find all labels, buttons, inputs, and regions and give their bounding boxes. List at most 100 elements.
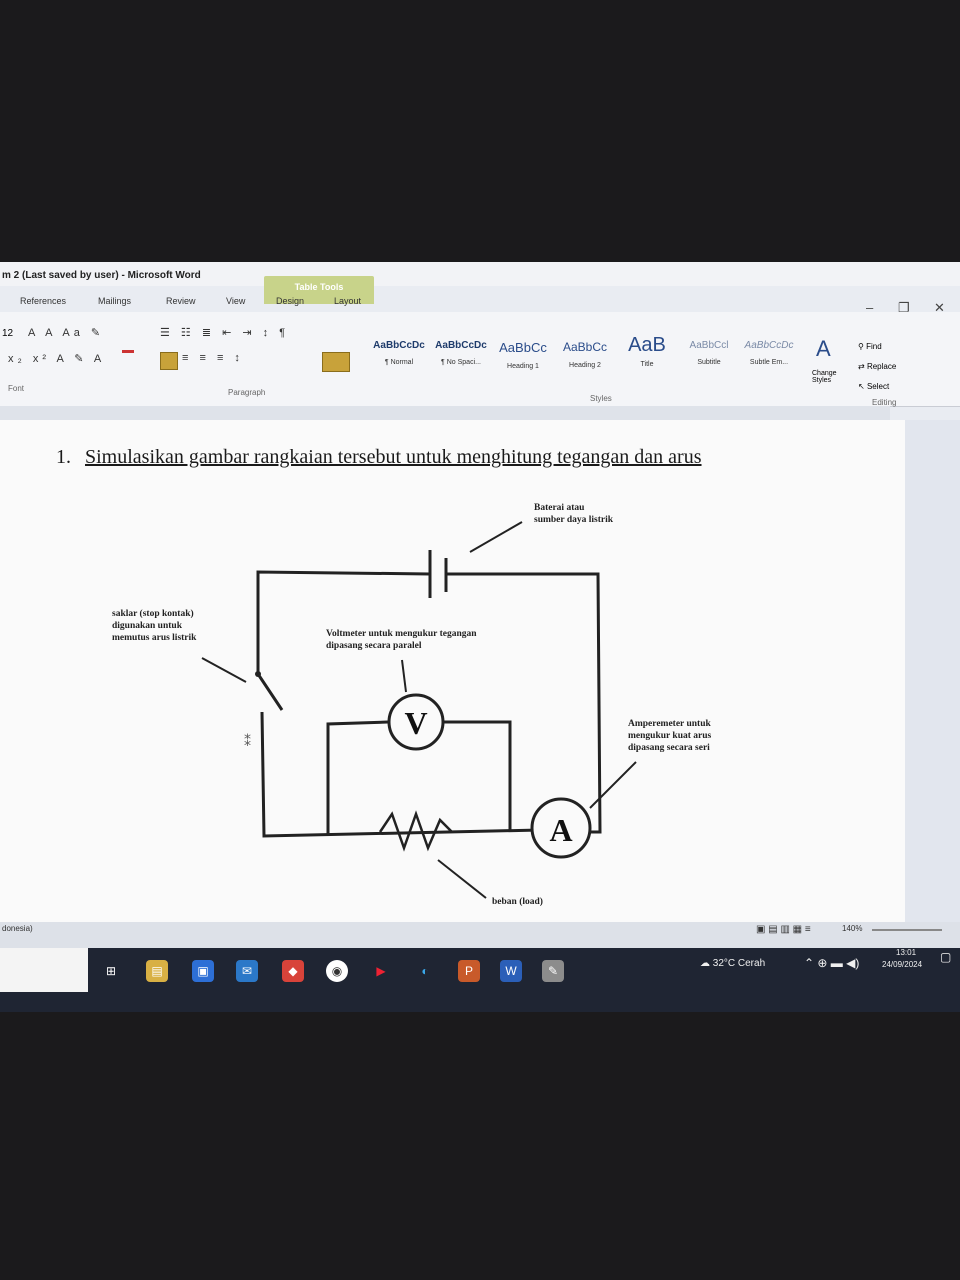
style-normal[interactable]: AaBbCcDc ¶ Normal <box>370 334 428 380</box>
close-button[interactable]: ✕ <box>934 300 945 315</box>
restore-button[interactable]: ❐ <box>898 300 910 315</box>
editing-group-label: Editing <box>872 398 897 407</box>
switch-annotation: saklar (stop kontak) digunakan untuk mem… <box>112 608 196 644</box>
file-explorer-icon[interactable]: ▤ <box>146 960 168 982</box>
store-icon[interactable]: ▣ <box>192 960 214 982</box>
align-left-icon[interactable] <box>160 352 178 370</box>
circuit-diagram: V A ⁑ <box>201 521 637 899</box>
select-button[interactable]: ↖ Select <box>858 382 889 391</box>
weather-text: 32°C Cerah <box>712 958 766 969</box>
notification-icon[interactable]: ▢ <box>940 950 952 964</box>
ammeter-circle <box>530 797 592 859</box>
style-heading-2[interactable]: AaBbCc Heading 2 <box>556 334 614 380</box>
wire-top-right <box>447 572 602 834</box>
style-subtitle[interactable]: AaBbCcl Subtitle <box>680 334 738 380</box>
system-tray-icons[interactable]: ⌃ ⊕ ▬ ◀) <box>804 956 860 970</box>
style-name: Title <box>640 361 654 368</box>
weather-widget[interactable]: ☁ 32°C Cerah <box>700 958 765 969</box>
annotation-line: Amperemeter untuk <box>628 719 711 729</box>
replace-label: Replace <box>866 362 897 371</box>
zoom-level[interactable]: 140% <box>842 924 863 933</box>
annotation-line: Voltmeter untuk mengukur tegangan <box>326 629 477 639</box>
tab-references[interactable]: References <box>20 296 67 306</box>
change-styles-icon[interactable]: A <box>816 336 831 361</box>
find-button[interactable]: ⚲ Find <box>858 342 882 351</box>
ammeter-pointer <box>589 761 637 809</box>
load-pointer <box>437 859 487 899</box>
voltmeter-circle <box>387 693 445 751</box>
font-group-label: Font <box>8 384 25 393</box>
style-name: Heading 1 <box>507 363 539 370</box>
annotation-line: digunakan untuk <box>112 621 182 631</box>
paragraph-group-label: Paragraph <box>228 388 266 397</box>
clock-date[interactable]: 24/09/2024 <box>882 960 923 969</box>
clock-time[interactable]: 13:01 <box>896 948 917 957</box>
taskbar-search-box[interactable] <box>0 948 88 992</box>
font-size-box[interactable]: 12 <box>2 328 14 339</box>
font-color-bar <box>122 350 134 353</box>
chrome-icon[interactable]: ◉ <box>326 960 348 982</box>
tab-layout[interactable]: Layout <box>334 296 362 306</box>
select-label: Select <box>866 382 890 391</box>
mail-icon[interactable]: ✉ <box>236 960 258 982</box>
edge-icon[interactable]: ◐ <box>421 964 429 978</box>
language-indicator[interactable]: donesia) <box>2 924 33 933</box>
replace-icon: ⇄ <box>858 362 867 371</box>
annotation-line: mengukur kuat arus <box>628 731 712 741</box>
wire-voltmeter-right <box>444 720 512 832</box>
app-icon[interactable]: ◆ <box>282 960 304 982</box>
style-subtle-emphasis[interactable]: AaBbCcDc Subtle Em... <box>740 334 798 380</box>
style-no-spacing[interactable]: AaBbCcDc ¶ No Spaci... <box>432 334 490 380</box>
tab-review[interactable]: Review <box>166 296 196 306</box>
switch-contact <box>255 671 261 677</box>
style-preview: AaBbCcDc <box>744 340 794 351</box>
word-icon[interactable]: W <box>500 960 522 982</box>
style-preview: AaBbCcDc <box>435 340 487 351</box>
ammeter-symbol: A <box>549 812 572 848</box>
ammeter-annotation: Amperemeter untuk mengukur kuat arus dip… <box>628 718 711 754</box>
style-preview: AaB <box>628 334 666 356</box>
media-icon[interactable]: ▶ <box>376 964 386 978</box>
battery-pointer <box>469 521 523 553</box>
annotation-line: beban (load) <box>492 897 543 907</box>
style-heading-1[interactable]: AaBbCc Heading 1 <box>494 334 552 380</box>
align-icons[interactable]: ≡ ≡ ≡ ↕ <box>182 352 244 364</box>
replace-button[interactable]: ⇄ Replace <box>858 362 896 371</box>
zoom-slider[interactable] <box>872 929 942 931</box>
style-preview: AaBbCc <box>562 340 608 354</box>
switch-pointer <box>201 657 247 683</box>
title-bar: m 2 (Last saved by user) - Microsoft Wor… <box>0 262 960 286</box>
tab-design[interactable]: Design <box>276 296 305 306</box>
ribbon: 12 A A Aa ✎ x₂ x² A ✎ A Font ☰ ☷ ≣ ⇤ ⇥ ↕… <box>0 312 960 407</box>
minimize-button[interactable]: – <box>866 300 874 315</box>
font-format-icons[interactable]: x₂ x² A ✎ A <box>8 353 106 365</box>
style-preview: AaBbCc <box>499 340 547 355</box>
window-title: m 2 (Last saved by user) - Microsoft Wor… <box>2 270 201 281</box>
tab-view[interactable]: View <box>226 296 246 306</box>
styles-group-label: Styles <box>590 394 612 403</box>
shading-icon[interactable] <box>322 352 350 372</box>
style-title[interactable]: AaB Title <box>618 334 676 380</box>
cursor-icon: ⁑ <box>244 733 251 749</box>
table-tools-context-tab[interactable]: Table Tools <box>264 276 374 304</box>
question-text: Simulasikan gambar rangkaian tersebut un… <box>85 446 702 468</box>
tab-mailings[interactable]: Mailings <box>98 296 132 306</box>
task-view-icon[interactable]: ⊞ <box>105 964 117 978</box>
list-icons[interactable]: ☰ ☷ ≣ ⇤ ⇥ ↕ ¶ <box>160 327 290 339</box>
font-grow-shrink-icons[interactable]: A A Aa ✎ <box>28 327 105 339</box>
vertical-scrollbar[interactable] <box>905 420 960 925</box>
question-line: 1.Simulasikan gambar rangkaian tersebut … <box>56 446 702 469</box>
voltmeter-symbol: V <box>404 705 427 741</box>
view-buttons[interactable]: ▣ ▤ ▥ ▦ ≡ <box>756 924 811 935</box>
status-bar: donesia) ▣ ▤ ▥ ▦ ≡ 140% <box>0 922 960 948</box>
style-preview: AaBbCcDc <box>373 340 425 351</box>
change-styles-label[interactable]: Change Styles <box>812 370 837 384</box>
style-name: ¶ Normal <box>384 359 414 366</box>
powerpoint-icon[interactable]: P <box>458 960 480 982</box>
document-page[interactable] <box>0 420 905 925</box>
annotation-line: dipasang secara seri <box>628 743 710 753</box>
style-name: Heading 2 <box>569 362 601 369</box>
paint-icon[interactable]: ✎ <box>542 960 564 982</box>
voltmeter-annotation: Voltmeter untuk mengukur tegangan dipasa… <box>326 628 477 652</box>
word-window: m 2 (Last saved by user) - Microsoft Wor… <box>0 262 960 1012</box>
